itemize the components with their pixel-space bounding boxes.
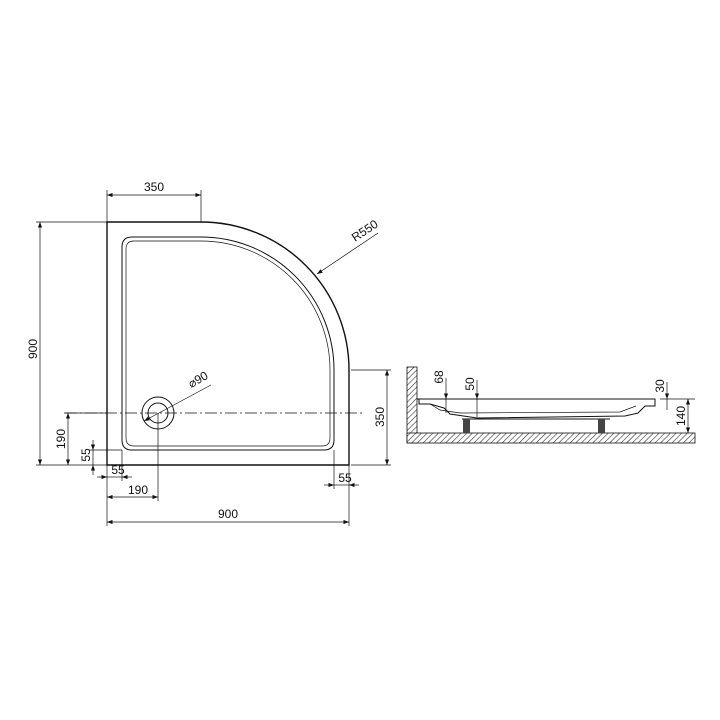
- tray-inner-rim-2: [125, 240, 331, 447]
- leg-left: [463, 419, 470, 433]
- dim-drain-from-left: 190: [128, 483, 148, 497]
- dim-radius: R550: [349, 217, 381, 245]
- plan-view: 350 900 190 55 55 190 900: [26, 180, 391, 526]
- tray-profile: [417, 398, 656, 419]
- dim-140: 140: [674, 406, 688, 426]
- tray-inner-rim: [121, 236, 335, 451]
- wall-hatch: [406, 366, 418, 444]
- dim-top-straight: 350: [144, 180, 164, 194]
- radius-leader: [316, 232, 379, 275]
- dim-right-straight: 350: [373, 407, 387, 427]
- dim-68: 68: [432, 370, 446, 384]
- diameter-leader: [143, 384, 212, 422]
- tray-outline: [106, 221, 350, 466]
- side-view: 68 50 30 140: [406, 366, 696, 444]
- dim-rim-bottom: 55: [79, 448, 93, 462]
- floor-hatch: [406, 432, 696, 444]
- dim-rim-left: 55: [111, 463, 125, 477]
- dim-rim-right: 55: [338, 471, 352, 485]
- leg-right: [598, 419, 605, 433]
- dim-30: 30: [653, 379, 667, 393]
- dim-50: 50: [463, 377, 477, 391]
- dim-drain-from-bottom: 190: [54, 429, 68, 449]
- dim-width: 900: [218, 507, 238, 521]
- dim-height: 900: [26, 339, 40, 359]
